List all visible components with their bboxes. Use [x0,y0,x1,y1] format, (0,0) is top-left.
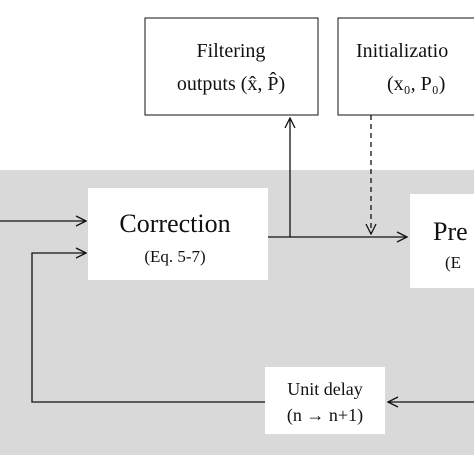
unit-delay-line2: (n → n+1) [287,405,363,426]
prediction-box: Pre (E [410,194,474,288]
filtering-outputs-line2: outputs (x̂, P̂) [177,71,285,95]
unit-delay-box: Unit delay (n → n+1) [265,367,385,434]
filtering-outputs-box: Filtering outputs (x̂, P̂) [144,17,319,116]
initialization-box: Initializatio (x₀, P₀) [337,17,474,116]
correction-title: Correction [119,209,230,238]
filtering-outputs-line1: Filtering [197,40,266,62]
correction-reference: (Eq. 5-7) [144,247,205,266]
prediction-title: Pre [433,217,468,246]
initialization-line1: Initializatio [356,40,448,62]
delay-feedback-loop-arrow [31,253,265,403]
unit-delay-line1: Unit delay [287,379,362,399]
correction-box: Correction (Eq. 5-7) [88,188,268,280]
initialization-line2: (x₀, P₀) [387,73,445,95]
prediction-reference: (E [445,253,461,272]
